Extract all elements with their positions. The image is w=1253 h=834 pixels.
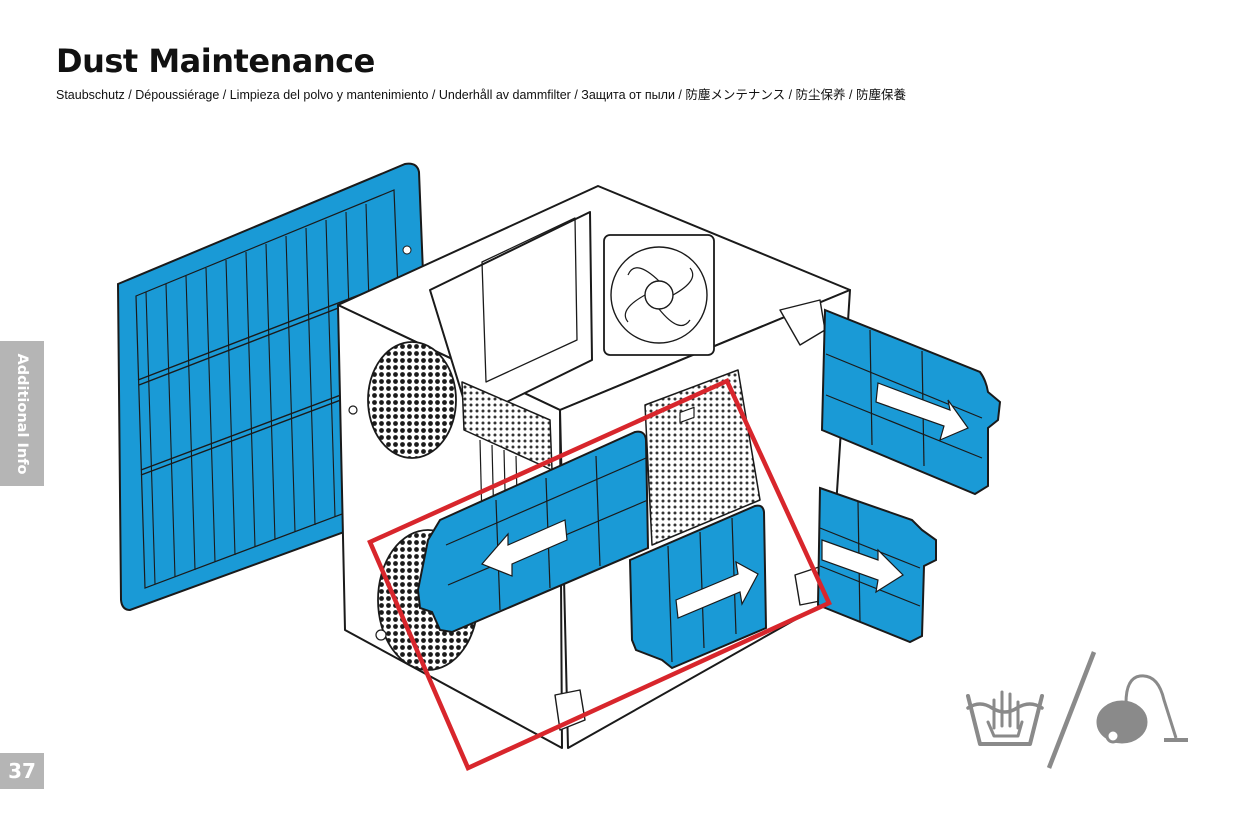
highlight-box — [367, 378, 832, 772]
divider-slash — [1046, 651, 1097, 769]
rear-bottom-filter — [816, 486, 937, 644]
rear-top-filter — [820, 308, 1002, 496]
section-tab: Additional Info — [0, 341, 44, 486]
side-lower-filter — [628, 504, 768, 670]
page-title: Dust Maintenance — [56, 42, 375, 80]
hand-wash-icon — [966, 690, 1044, 746]
vacuum-cleaner-icon — [1096, 674, 1188, 744]
front-lower-filter — [416, 430, 650, 634]
page-subtitle-translations: Staubschutz / Dépoussiérage / Limpieza d… — [56, 88, 906, 102]
page-number: 37 — [0, 753, 44, 789]
